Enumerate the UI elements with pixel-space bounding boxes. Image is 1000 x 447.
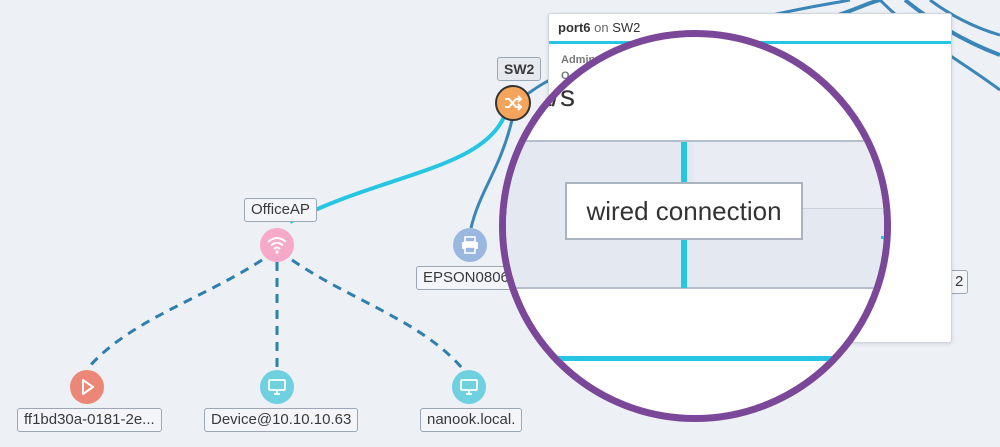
connection-type-label: wired connection: [565, 182, 803, 240]
node-label-sw2[interactable]: SW2: [497, 57, 542, 81]
monitor-icon[interactable]: [452, 370, 486, 404]
wired-link-line-bottom: [539, 356, 839, 361]
magnifier-lens: bit/s wired connection: [499, 30, 891, 422]
panel-status-label: O: [561, 70, 570, 82]
node-label-ff1bd[interactable]: ff1bd30a-0181-2e...: [17, 408, 162, 432]
band-top-border: [506, 140, 884, 142]
node-label-epson[interactable]: EPSON0806: [416, 266, 516, 290]
panel-port-name: port6: [558, 20, 591, 35]
panel-title: port6 on SW2: [558, 20, 640, 35]
printer-icon[interactable]: [453, 228, 487, 262]
monitor-icon[interactable]: [260, 370, 294, 404]
node-label-officeap[interactable]: OfficeAP: [244, 198, 317, 222]
node-label-nanook[interactable]: nanook.local.: [420, 408, 523, 432]
wired-link-line-right: [881, 236, 884, 239]
shuffle-icon[interactable]: [495, 85, 531, 121]
throughput-unit: bit/s: [520, 80, 576, 113]
panel-on-text: on: [594, 20, 609, 35]
play-icon[interactable]: [70, 370, 104, 404]
wifi-icon[interactable]: [260, 228, 294, 262]
panel-switch-name[interactable]: SW2: [612, 20, 641, 35]
node-label-device[interactable]: Device@10.10.10.63: [204, 408, 359, 432]
band-bottom-border: [506, 287, 884, 289]
